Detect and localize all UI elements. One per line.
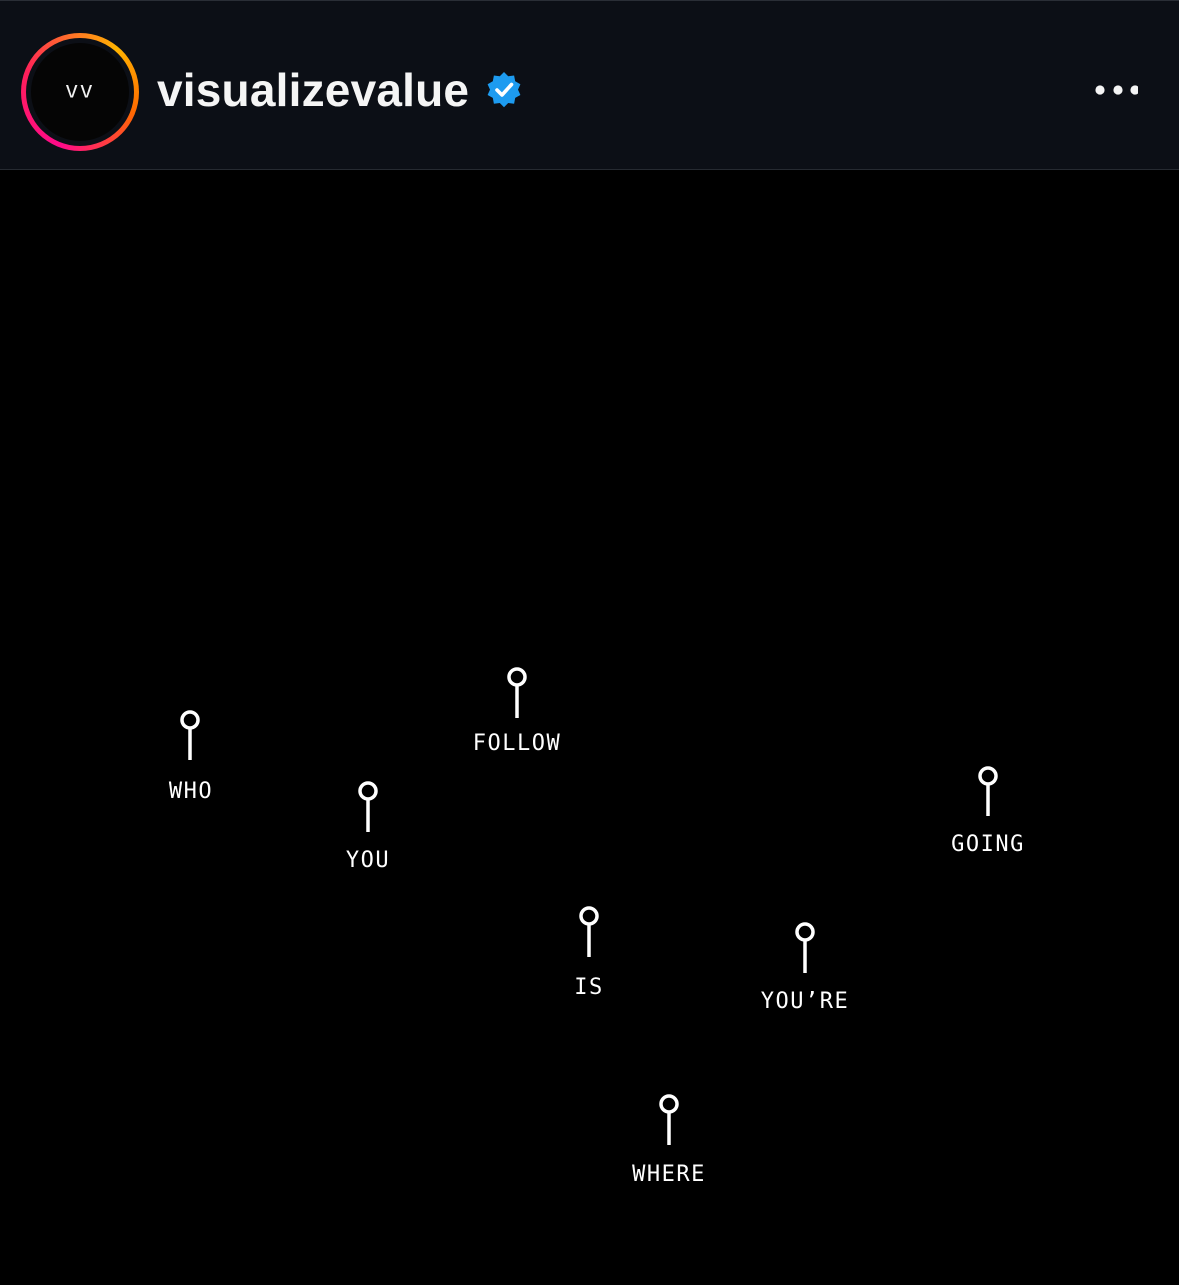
- pins-layer: [180, 667, 998, 1145]
- word-label-you: YOU: [345, 848, 391, 873]
- map-pin-icon: [579, 906, 599, 957]
- post-header: VV visualizevalue: [0, 0, 1179, 170]
- map-pin-icon: [795, 922, 815, 973]
- word-label-follow: FOLLOW: [472, 731, 562, 756]
- map-pin-icon: [507, 667, 527, 718]
- word-label-is: IS: [574, 975, 604, 1000]
- word-label-going: GOING: [951, 832, 1025, 857]
- post-image[interactable]: WHO YOU FOLLOW IS WHERE YOU’RE GOING: [0, 170, 1179, 1285]
- more-options-button[interactable]: [1082, 71, 1144, 109]
- word-label-who: WHO: [168, 779, 214, 804]
- map-pin-icon: [659, 1094, 679, 1145]
- map-pin-icon: [180, 710, 200, 760]
- story-ring[interactable]: VV: [21, 33, 139, 151]
- verified-badge-icon: [487, 72, 521, 108]
- word-label-where: WHERE: [632, 1162, 706, 1187]
- map-pin-icon: [978, 766, 998, 816]
- username-link[interactable]: visualizevalue: [157, 64, 470, 116]
- avatar-logo-text: VV: [65, 82, 95, 102]
- more-horizontal-icon: [1095, 85, 1138, 95]
- word-label-youre: YOU’RE: [760, 989, 850, 1014]
- avatar[interactable]: VV: [31, 43, 129, 141]
- map-pin-icon: [358, 781, 378, 832]
